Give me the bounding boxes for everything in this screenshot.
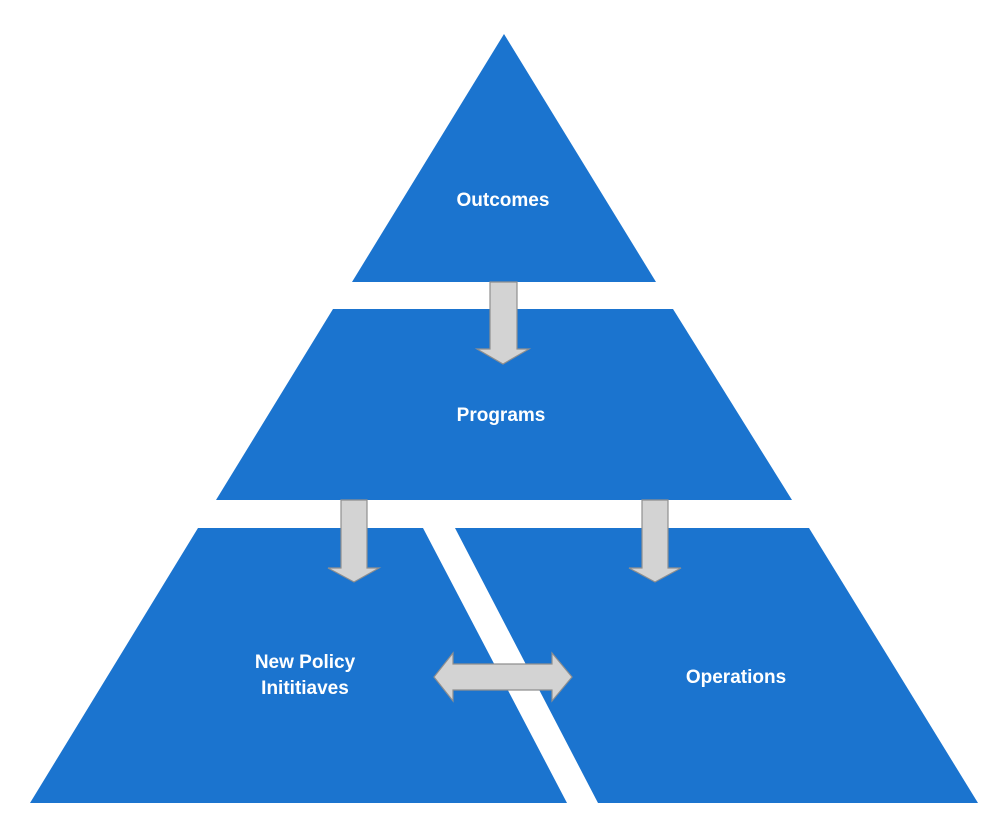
- label-operations: Operations: [686, 667, 786, 688]
- arrow-programs-to-policy: [327, 499, 382, 583]
- double-arrow-policy-operations: [433, 651, 573, 703]
- tier-new-policy-initiatives: [30, 528, 567, 803]
- arrow-outcomes-to-programs: [474, 281, 532, 365]
- label-outcomes: Outcomes: [457, 190, 550, 211]
- tier-operations: [455, 528, 978, 803]
- tier-programs: [216, 309, 792, 500]
- tier-outcomes: [352, 34, 656, 282]
- label-new-policy-line1: New Policy: [255, 652, 356, 673]
- arrow-programs-to-operations: [628, 499, 682, 583]
- label-programs: Programs: [457, 405, 546, 426]
- label-new-policy-line2: Inititiaves: [261, 678, 349, 699]
